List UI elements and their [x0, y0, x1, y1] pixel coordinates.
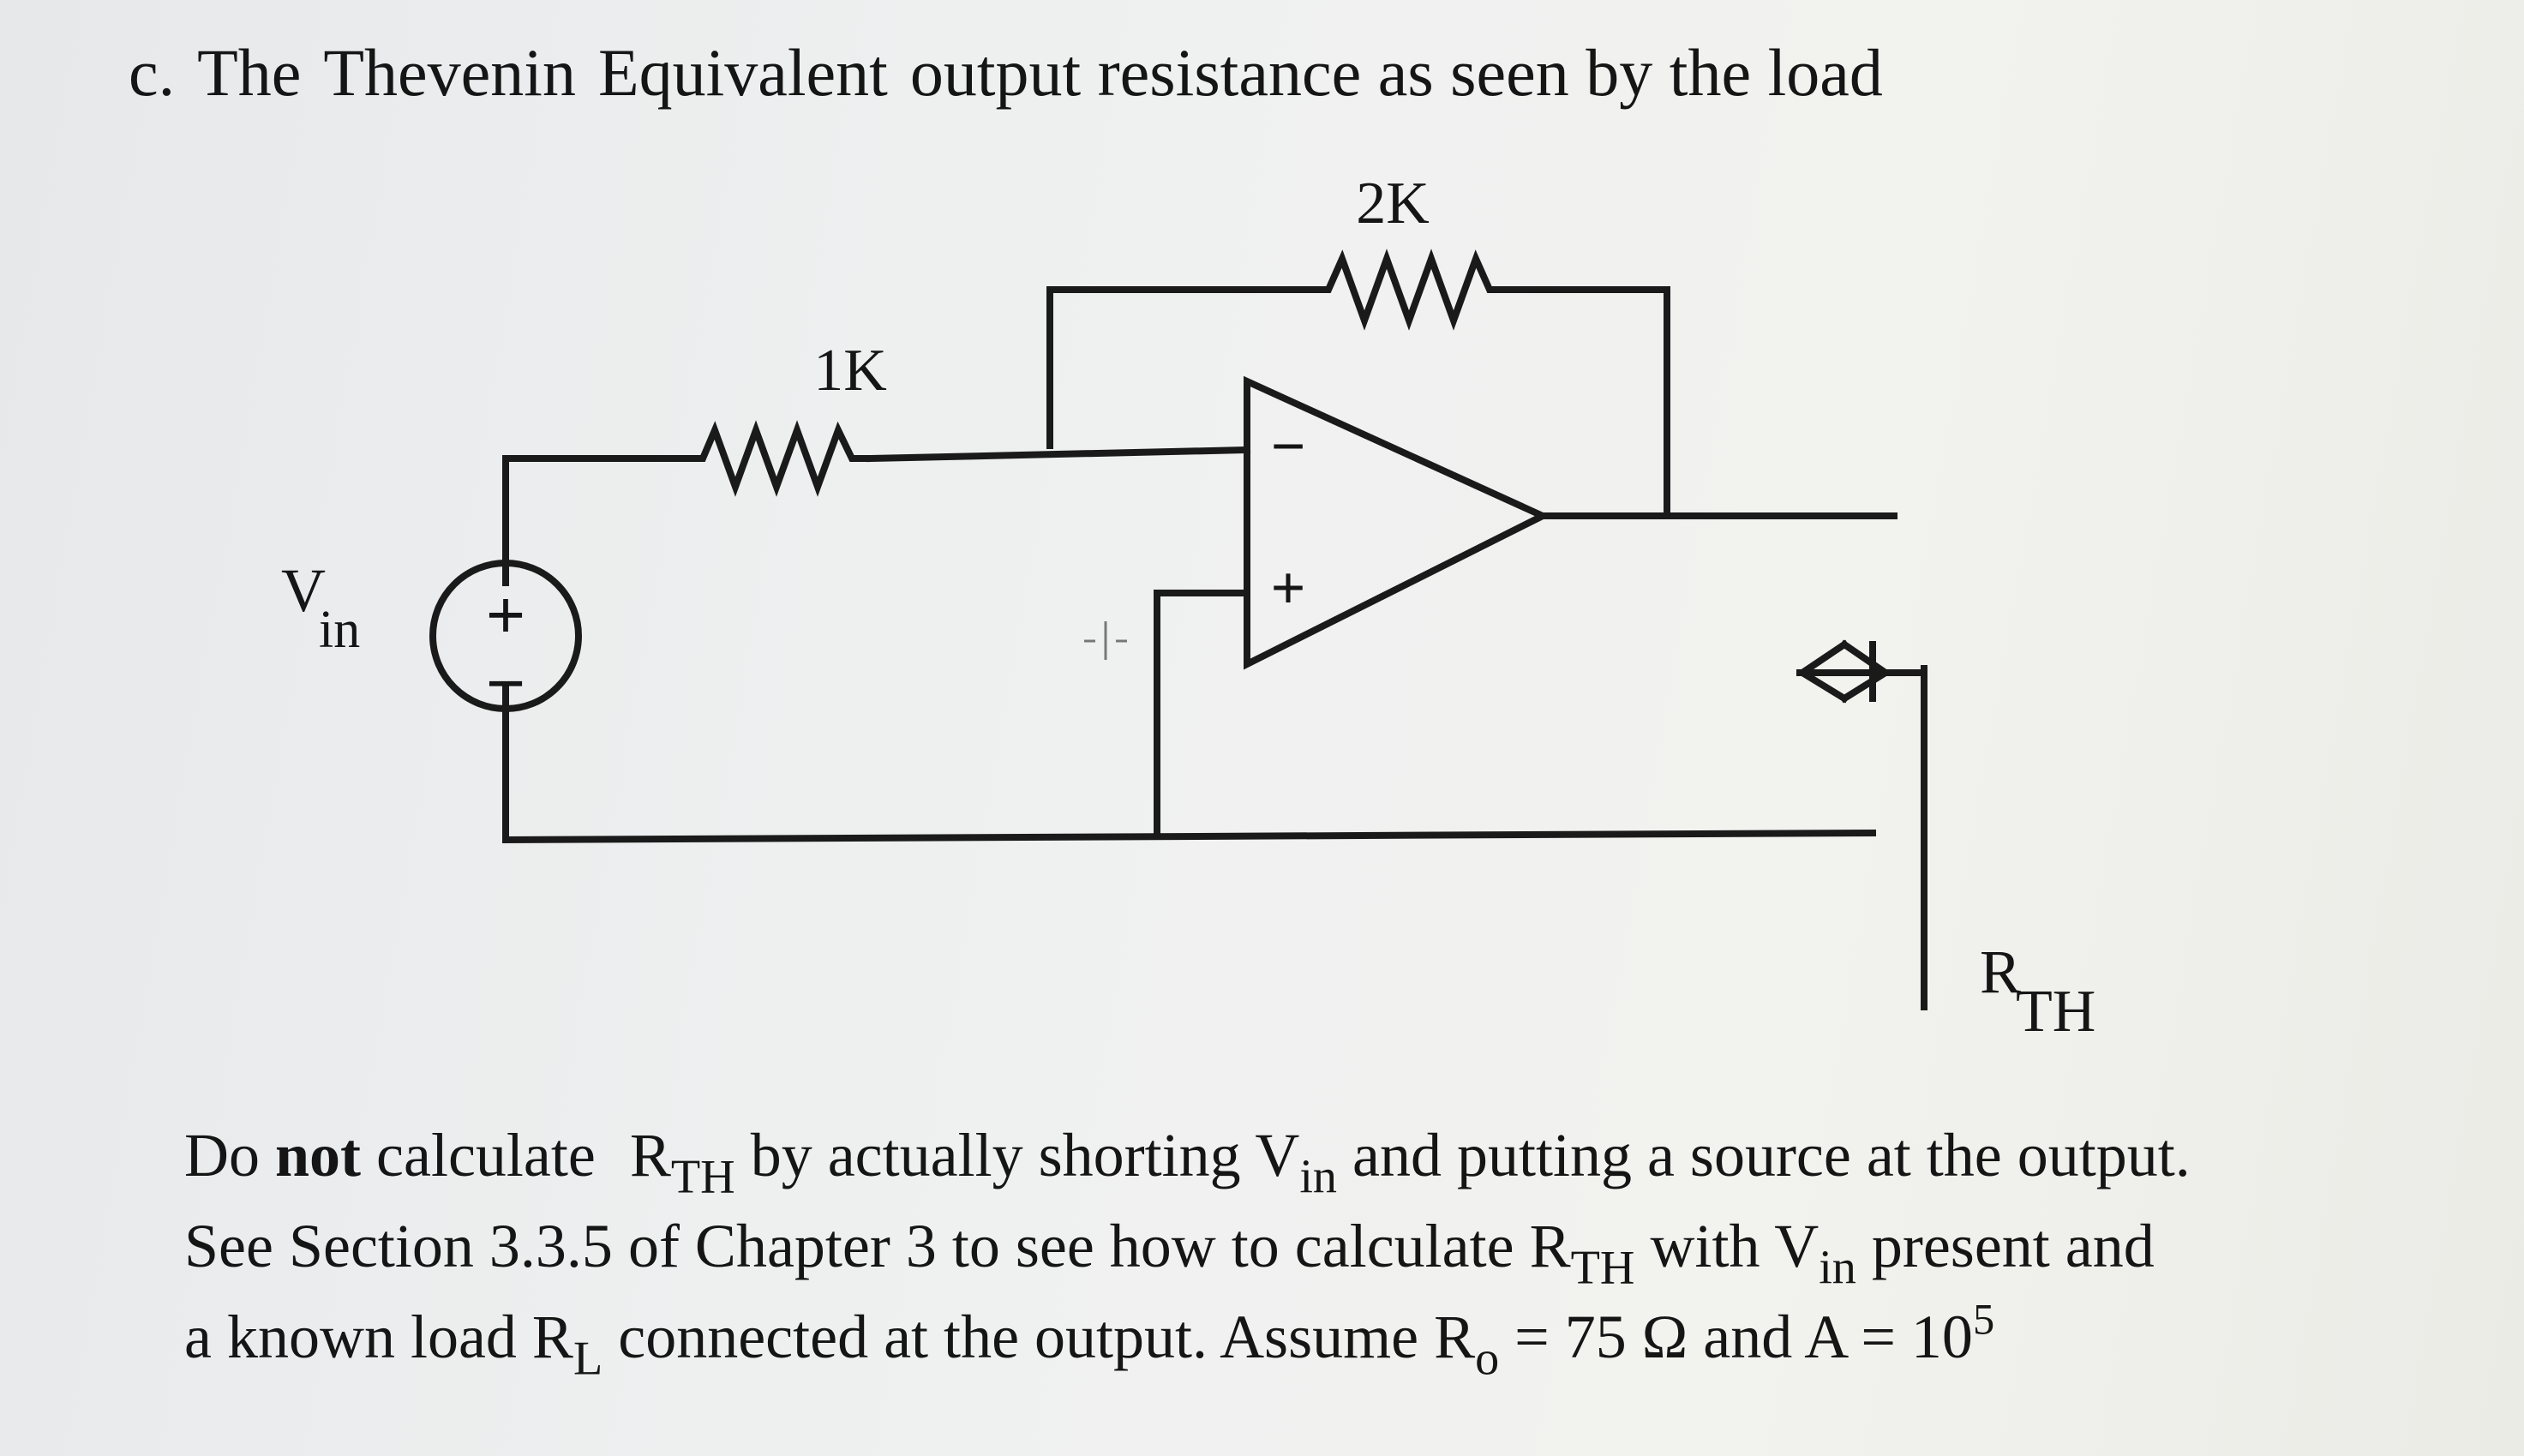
heading-word-equivalent: Equivalent [597, 35, 888, 110]
input-wire-right [866, 446, 1251, 463]
feedback-wire [1046, 286, 1670, 518]
emphasis-not: not [275, 1121, 362, 1189]
input-wire-left [502, 455, 689, 586]
feedback-resistor-label: 2K [1356, 171, 1430, 237]
source-plus-sign: + [486, 576, 526, 654]
heading-word-thevenin: Thevenin [323, 35, 576, 110]
feedback-resistor [1311, 249, 1504, 331]
heading-word-the: The [197, 35, 302, 110]
inverting-input-sign: − [1270, 412, 1305, 481]
note-line-1: Do not calculate RTH by actually shortin… [184, 1121, 2191, 1204]
vin-symbol: V [281, 556, 326, 625]
note-line-2: See Section 3.3.5 of Chapter 3 to see ho… [184, 1212, 2155, 1295]
input-resistor [686, 420, 870, 497]
rth-arrow-tip [1796, 639, 1927, 704]
source-minus-sign: − [486, 644, 526, 722]
rth-subscript: TH [2016, 979, 2095, 1045]
noninverting-input-wire [1154, 590, 1250, 839]
noninverting-input-sign: + [1270, 554, 1305, 622]
question-heading: c. The Thevenin Equivalent output resistance… [129, 33, 1883, 113]
instructions-paragraph: Do not calculate RTH by actually shortin… [184, 1110, 2191, 1386]
vin-subscript: in [319, 601, 360, 659]
crosshair-mark [1084, 621, 1127, 660]
heading-rest: output resistance as seen by the load [909, 35, 1883, 110]
question-part-label: c. [129, 35, 176, 110]
voltage-source-circle [429, 560, 582, 712]
rth-symbol: R [1980, 938, 2021, 1006]
op-amp-triangle [1244, 375, 1551, 670]
note-line-3: a known load RL connected at the output.… [184, 1295, 1995, 1386]
ground-rail [502, 682, 1877, 844]
input-resistor-label: 1K [813, 338, 887, 404]
